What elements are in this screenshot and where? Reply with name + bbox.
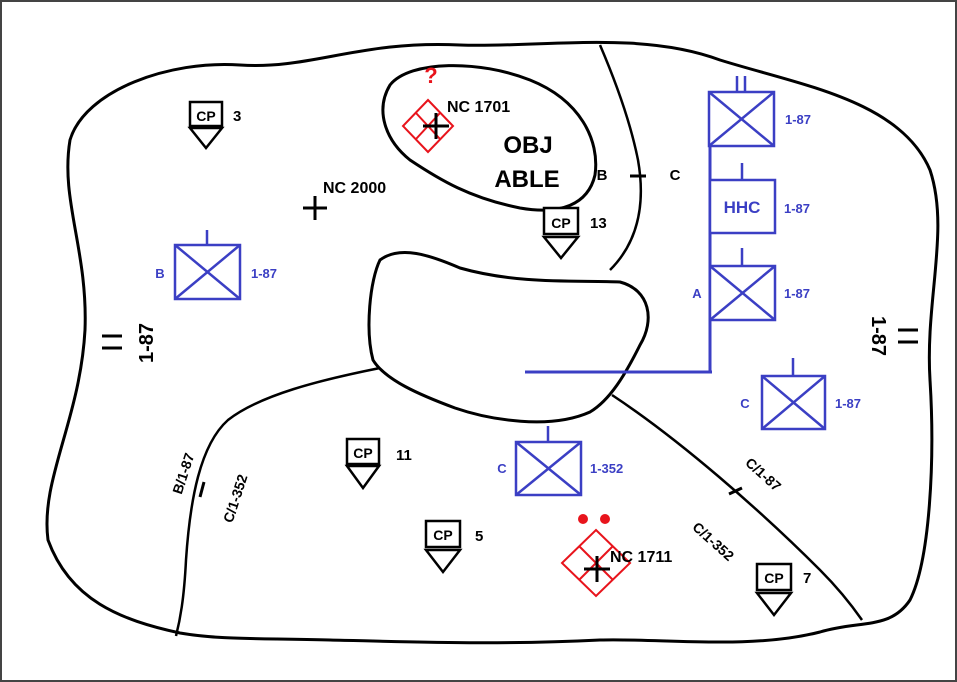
unit-parent-label: 1-87	[785, 112, 811, 127]
boundary-label-left: 1-87	[136, 323, 158, 363]
battalion-connector-line	[525, 140, 712, 374]
boundary-tick-lower-left	[198, 481, 206, 498]
unit-parent-label: 1-87	[784, 201, 810, 216]
boundary-label-right: 1-87	[867, 316, 889, 356]
friendly-unit-c-1-352: C 1-352	[497, 426, 623, 497]
command-post-3: CP 3	[187, 100, 241, 151]
command-post-number: 11	[396, 447, 412, 464]
unit-parent-label: 1-87	[835, 396, 861, 411]
unit-parent-label: 1-87	[784, 286, 810, 301]
enemy-marker-question: ?	[424, 63, 437, 88]
friendly-unit-hhc-1-87: HHC 1-87	[708, 163, 810, 235]
command-post-number: 7	[803, 570, 811, 587]
objective-label-line1: OBJ	[503, 132, 552, 159]
unit-parent-label: 1-352	[590, 461, 623, 476]
boundary-line-b-c	[598, 44, 643, 271]
unit-designation: C	[497, 461, 507, 476]
boundary-label-b: B	[597, 167, 608, 184]
unit-parent-label: 1-87	[251, 266, 277, 281]
command-post-7: CP 7	[754, 562, 811, 618]
friendly-unit-a-1-87: A 1-87	[692, 248, 810, 322]
unit-designation-hhc: HHC	[724, 198, 761, 217]
command-post-5: CP 5	[423, 519, 483, 575]
friendly-unit-1-87-hq: 1-87	[707, 76, 811, 148]
command-post-abbr: CP	[764, 570, 783, 586]
enemy-unit-unknown: ? NC 1701	[401, 63, 510, 154]
grid-point-label: NC 1701	[447, 99, 510, 116]
objective-label-line2: ABLE	[494, 166, 559, 193]
unit-designation: A	[692, 286, 702, 301]
command-post-11: CP 11	[344, 437, 412, 491]
objective-boundary	[381, 64, 598, 212]
command-post-number: 13	[590, 215, 607, 232]
boundary-line-c187-c1352	[611, 393, 864, 621]
grid-point-label: NC 1711	[610, 549, 672, 566]
enemy-unit-squad: NC 1711	[560, 514, 672, 598]
friendly-unit-b-1-87: B 1-87	[155, 230, 277, 301]
area-boundary-outline	[45, 40, 940, 645]
command-post-number: 3	[233, 108, 241, 125]
boundary-label-c: C	[670, 167, 681, 184]
grid-point-nc-2000: NC 2000	[303, 180, 386, 220]
boundary-line-b187-c1352	[174, 366, 381, 637]
grid-point-label: NC 2000	[323, 180, 386, 197]
central-terrain-outline	[367, 251, 650, 424]
unit-designation: C	[740, 396, 750, 411]
command-post-number: 5	[475, 528, 483, 545]
command-post-abbr: CP	[196, 108, 215, 124]
enemy-echelon-dot	[578, 514, 588, 524]
command-post-abbr: CP	[353, 445, 372, 461]
command-post-abbr: CP	[551, 215, 570, 231]
command-post-abbr: CP	[433, 527, 452, 543]
unit-designation: B	[155, 266, 164, 281]
command-post-13: CP 13	[541, 206, 607, 260]
boundary-tick-lower-right	[728, 486, 743, 496]
friendly-unit-c-1-87: C 1-87	[740, 358, 861, 431]
enemy-echelon-dot	[600, 514, 610, 524]
